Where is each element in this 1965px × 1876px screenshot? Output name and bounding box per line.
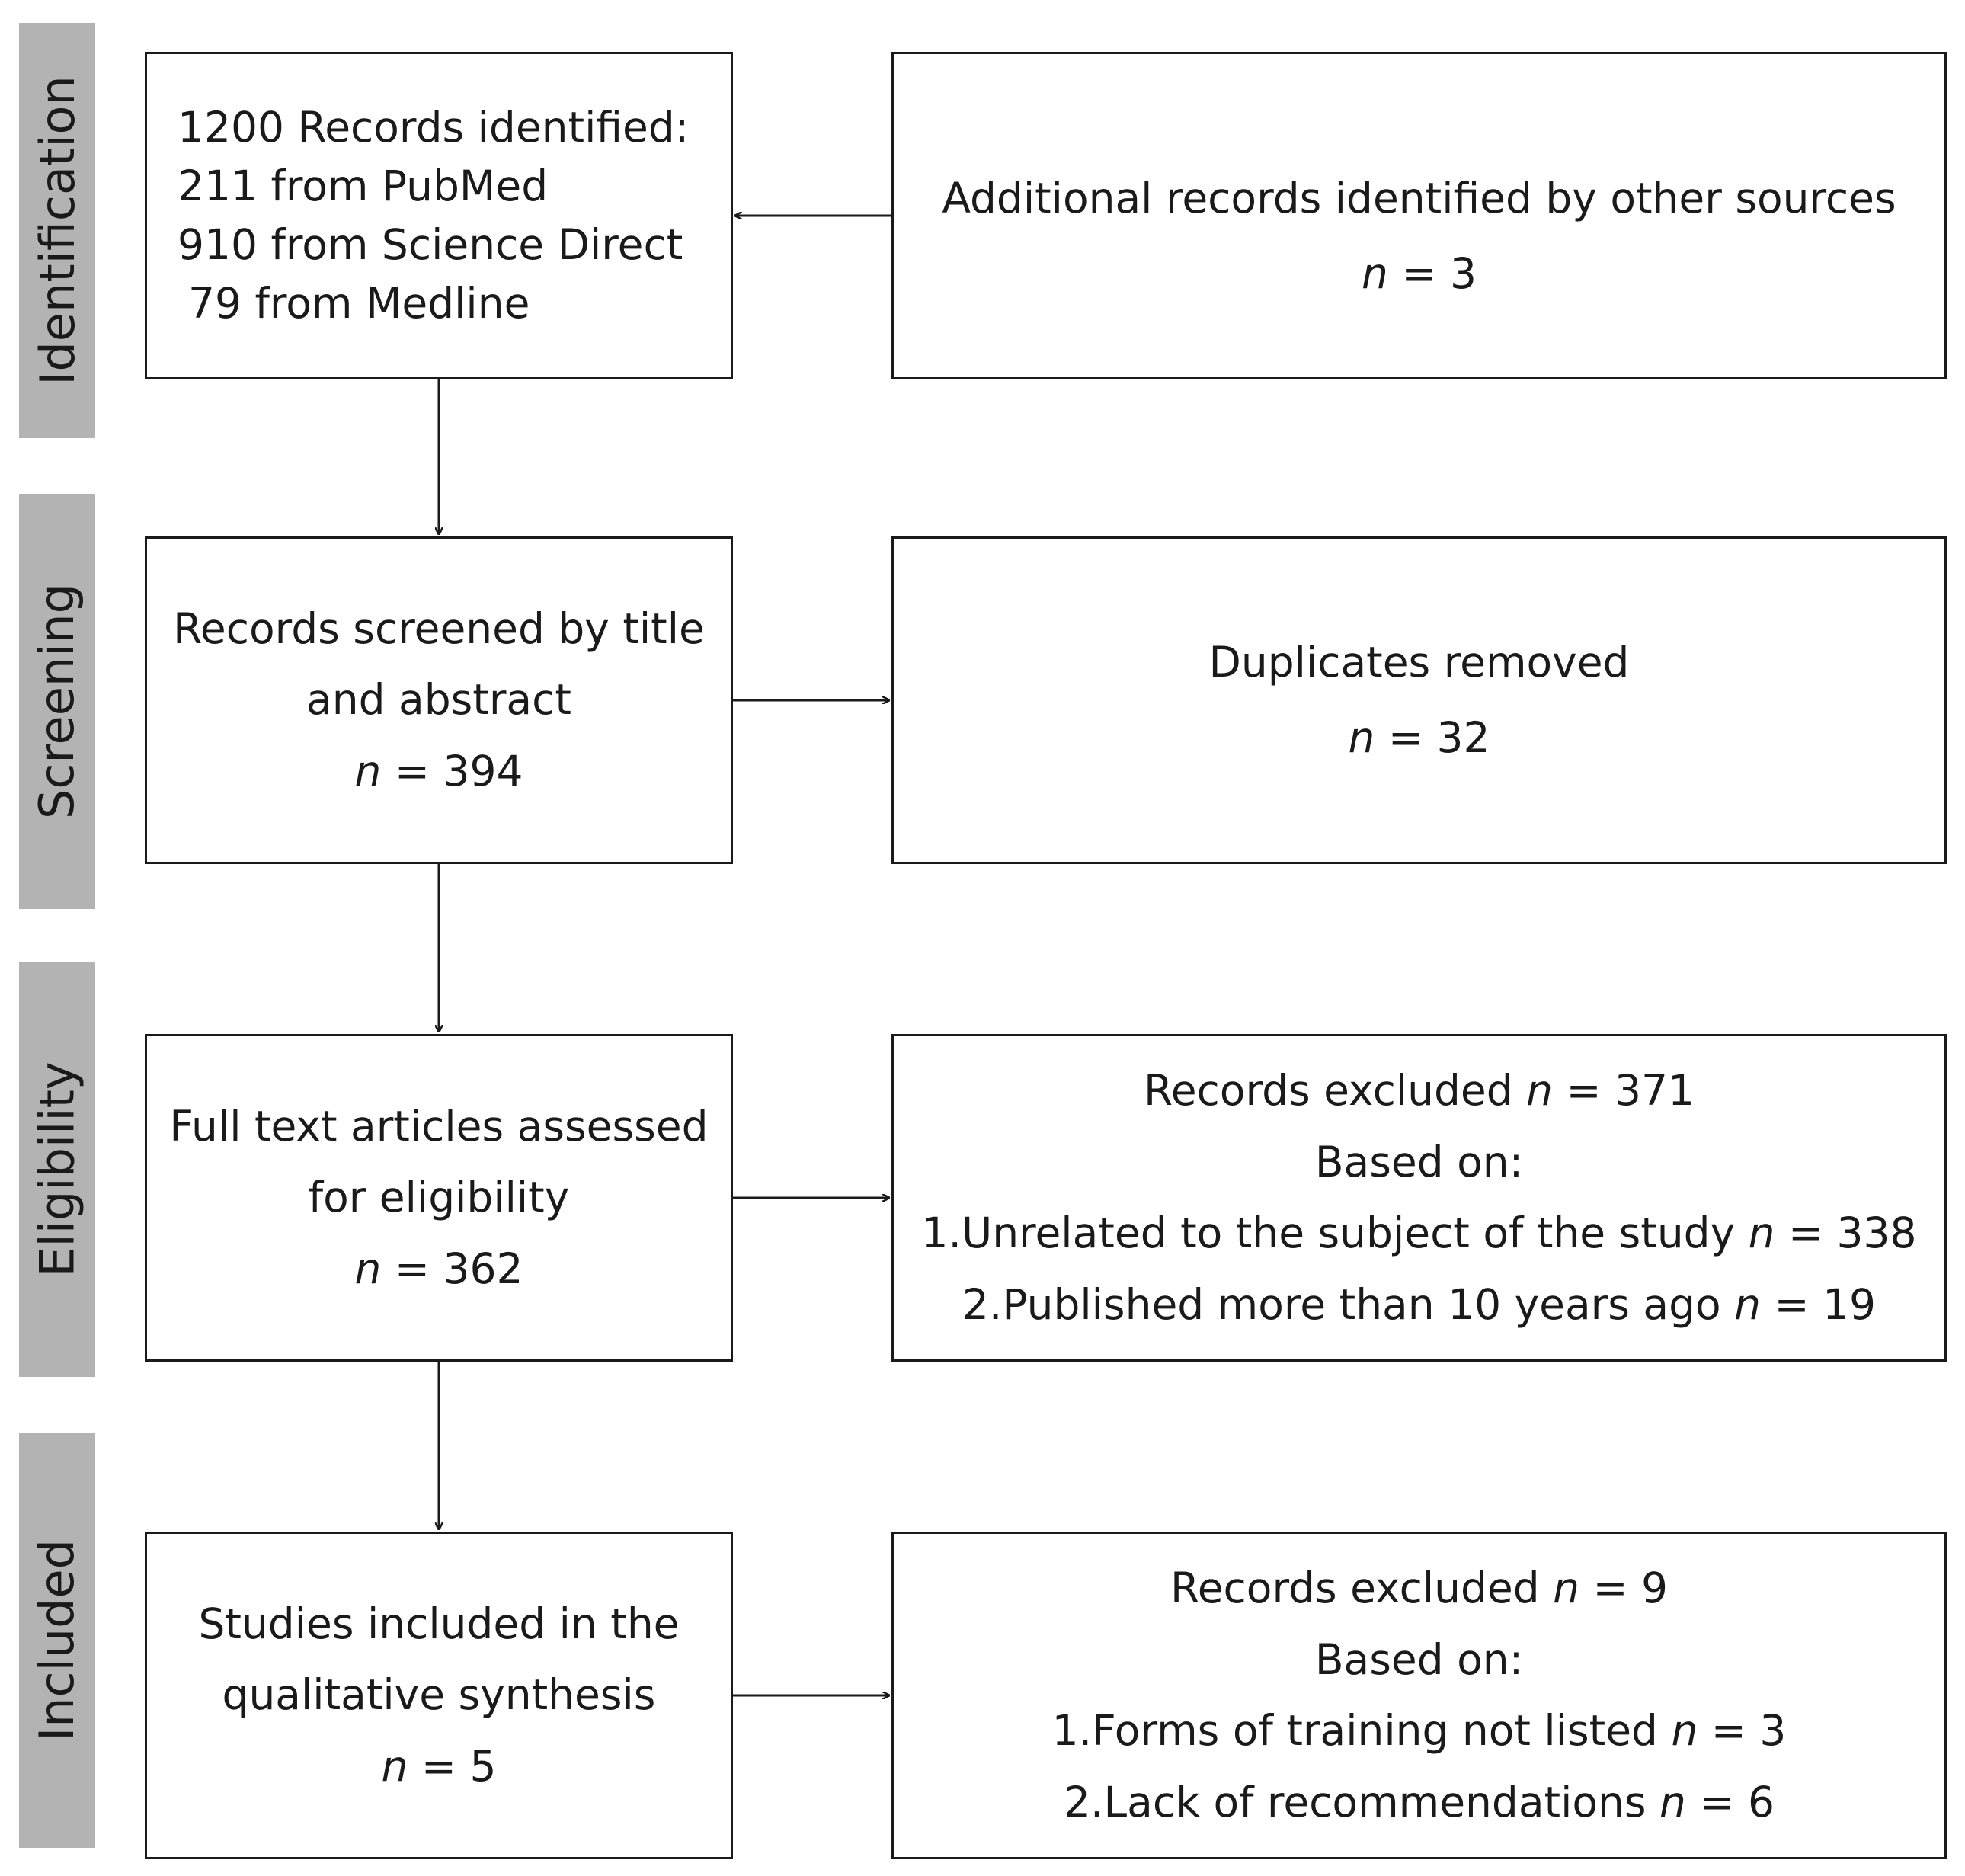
included-excluded-total: Records excluded n = 9 <box>1170 1564 1669 1612</box>
included-excluded-box: Records excluded n = 9 Based on: 1.Forms… <box>891 1532 1947 1859</box>
eligibility-excluded-reason-1: 1.Unrelated to the subject of the study … <box>921 1209 1917 1257</box>
records-science-direct: 910 from Science Direct <box>178 220 683 269</box>
studies-included-label-1: Studies included in the <box>198 1599 680 1648</box>
stage-eligibility: Eligibility <box>19 962 95 1377</box>
full-text-assessed-label-1: Full text articles assessed <box>169 1101 709 1151</box>
duplicates-removed-box: Duplicates removed n = 32 <box>891 536 1947 864</box>
additional-records-label: Additional records identified by other s… <box>942 174 1896 222</box>
records-identified-box: 1200 Records identified: 211 from PubMed… <box>145 52 733 379</box>
studies-included-box: Studies included in the qualitative synt… <box>145 1532 733 1859</box>
stage-screening: Screening <box>19 494 95 909</box>
eligibility-excluded-total: Records excluded n = 371 <box>1143 1066 1695 1115</box>
full-text-assessed-count: n = 362 <box>354 1244 523 1293</box>
additional-records-box: Additional records identified by other s… <box>891 52 1947 379</box>
duplicates-removed-label: Duplicates removed <box>1208 638 1630 687</box>
records-screened-label-1: Records screened by title <box>173 603 705 653</box>
studies-included-label-2: qualitative synthesis <box>222 1670 656 1720</box>
studies-included-count: n = 5 <box>381 1741 497 1791</box>
eligibility-excluded-reason-2: 2.Published more than 10 years ago n = 1… <box>962 1279 1877 1329</box>
included-excluded-based-on: Based on: <box>1314 1634 1524 1684</box>
duplicates-removed-count: n = 32 <box>1348 713 1490 762</box>
additional-records-count: n = 3 <box>1362 249 1477 298</box>
included-excluded-reason-1: 1.Forms of training not listed n = 3 <box>1051 1706 1787 1755</box>
records-medline: 79 from Medline <box>188 279 530 328</box>
records-screened-box: Records screened by title and abstract n… <box>145 536 733 864</box>
records-identified-total: 1200 Records identified: <box>178 103 690 152</box>
records-screened-count: n = 394 <box>354 746 523 796</box>
stage-included: Included <box>19 1433 95 1848</box>
records-screened-label-2: and abstract <box>306 675 571 725</box>
included-excluded-reason-2: 2.Lack of recommendations n = 6 <box>1064 1777 1775 1826</box>
eligibility-excluded-box: Records excluded n = 371 Based on: 1.Unr… <box>891 1034 1947 1362</box>
records-pubmed: 211 from PubMed <box>178 162 549 210</box>
eligibility-excluded-based-on: Based on: <box>1314 1137 1524 1186</box>
full-text-assessed-label-2: for eligibility <box>308 1173 570 1222</box>
full-text-assessed-box: Full text articles assessed for eligibil… <box>145 1034 733 1362</box>
stage-identification: Identification <box>19 23 95 438</box>
